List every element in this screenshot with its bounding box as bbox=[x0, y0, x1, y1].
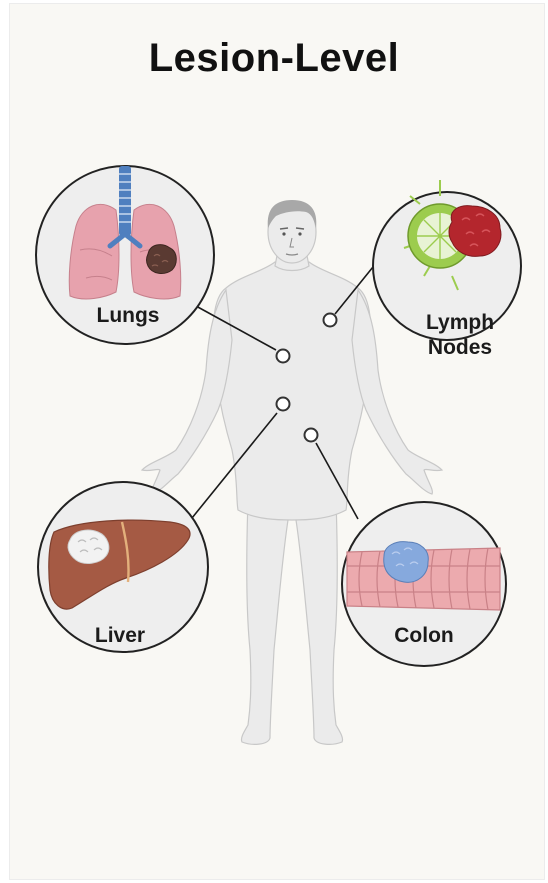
colon-callout: Colon bbox=[342, 502, 506, 666]
lung-tumor bbox=[147, 245, 177, 274]
trachea bbox=[119, 166, 131, 236]
liver-label: Liver bbox=[95, 624, 145, 647]
liver-callout: Liver bbox=[38, 482, 208, 652]
left-leg bbox=[241, 500, 288, 744]
colon-label: Colon bbox=[394, 624, 453, 647]
lungs-label: Lungs bbox=[97, 304, 160, 327]
colon-tumor bbox=[384, 542, 429, 583]
colon-icon bbox=[347, 542, 500, 610]
liver-lesion-marker bbox=[277, 398, 290, 411]
colon-lesion-marker bbox=[305, 429, 318, 442]
liver-lesion bbox=[68, 530, 109, 563]
lymph-tumor bbox=[449, 206, 501, 257]
right-eyebrow bbox=[296, 228, 304, 229]
lymph-nodes-label-line1: Lymph bbox=[426, 311, 494, 334]
lungs-callout: Lungs bbox=[36, 166, 214, 344]
lymph-nodes-callout: Lymph Nodes bbox=[373, 180, 521, 359]
left-eye bbox=[282, 232, 285, 235]
lymph-nodes-label-line2: Nodes bbox=[428, 336, 492, 359]
right-leg bbox=[296, 500, 343, 744]
torso bbox=[213, 262, 371, 520]
left-eyebrow bbox=[280, 228, 288, 229]
right-eye bbox=[298, 232, 301, 235]
lymph-lesion-marker bbox=[324, 314, 337, 327]
lung-lesion-marker bbox=[277, 350, 290, 363]
